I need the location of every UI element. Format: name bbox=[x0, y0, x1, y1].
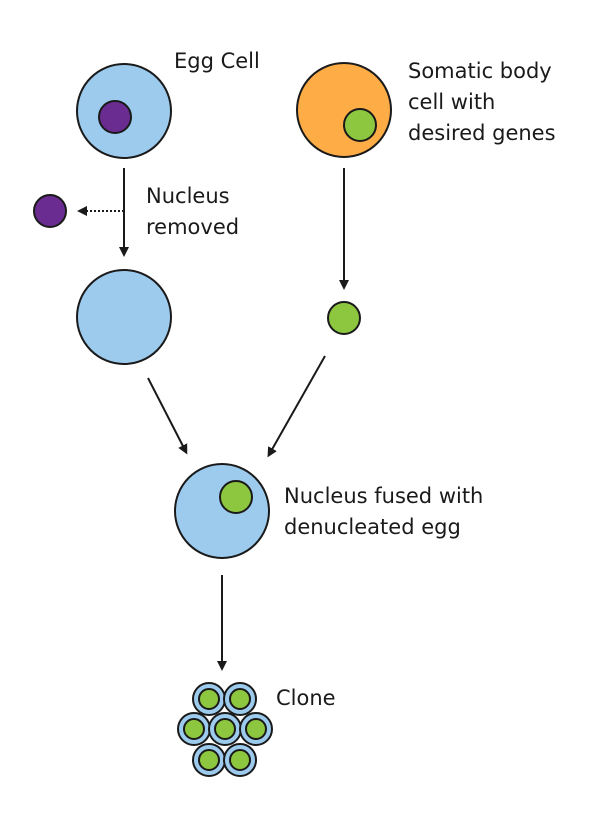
donor-nucleus-icon bbox=[327, 301, 361, 335]
arrow-egg-to-fused bbox=[147, 377, 188, 455]
arrow-nucleus-to-fused bbox=[267, 355, 326, 458]
clone-cell bbox=[223, 682, 257, 716]
clone-label: Clone bbox=[276, 686, 336, 710]
clone-cell bbox=[177, 712, 211, 746]
somatic-cell-label-line2: cell with bbox=[408, 90, 496, 114]
fused-label-line2: denucleated egg bbox=[284, 515, 461, 539]
clone-cell bbox=[192, 682, 226, 716]
clone-cluster-icon bbox=[177, 682, 273, 777]
egg-cell-icon bbox=[76, 63, 172, 159]
removed-nucleus-icon bbox=[33, 194, 67, 228]
clone-cell bbox=[208, 712, 242, 746]
enucleated-egg-icon bbox=[76, 269, 172, 365]
fused-cell-icon bbox=[174, 463, 270, 559]
egg-cell-label: Egg Cell bbox=[174, 49, 260, 73]
nucleus-removed-label-line2: removed bbox=[146, 215, 240, 239]
clone-cell bbox=[223, 743, 257, 777]
nucleus-removed-label-line1: Nucleus bbox=[146, 184, 230, 208]
clone-cell bbox=[192, 743, 226, 777]
clone-cell bbox=[239, 712, 273, 746]
somatic-cell-icon bbox=[296, 62, 392, 158]
fused-label-line1: Nucleus fused with bbox=[284, 484, 484, 508]
somatic-cell-label-line3: desired genes bbox=[408, 121, 556, 145]
somatic-cell-label-line1: Somatic body bbox=[408, 59, 552, 83]
